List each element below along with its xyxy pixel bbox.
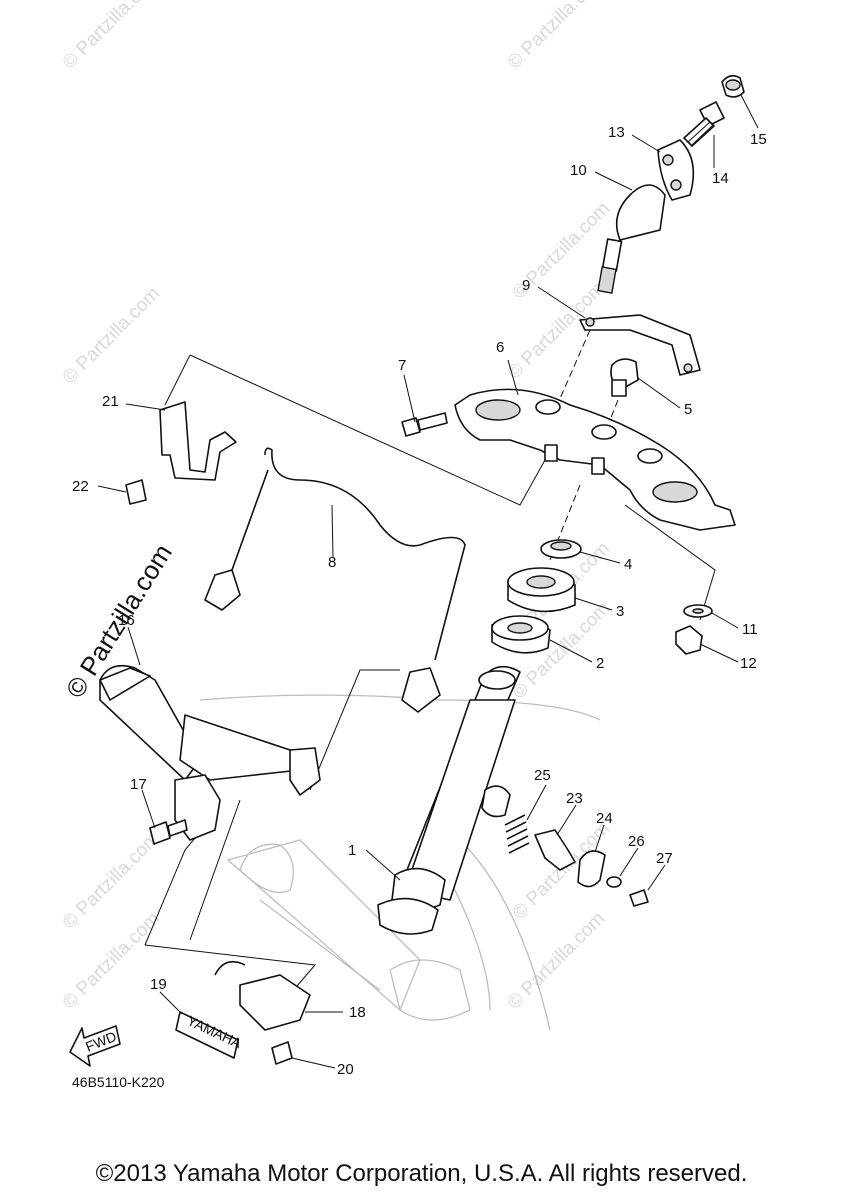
watermark: © Partzilla.com	[59, 283, 164, 388]
part-25-spring	[504, 814, 530, 854]
callout-5: 5	[684, 401, 692, 418]
watermark: © Partzilla.com	[59, 0, 164, 74]
callout-8: 8	[328, 554, 336, 571]
callout-23: 23	[566, 790, 583, 807]
part-24-plate	[577, 850, 606, 888]
part-27-screw	[629, 889, 649, 907]
leader-lines	[97, 94, 759, 1069]
callout-16: 16	[118, 612, 135, 629]
watermark: © Partzilla.com	[504, 908, 609, 1013]
part-9-bracket	[579, 314, 701, 376]
callout-13: 13	[608, 124, 625, 141]
part-7-bolt	[401, 412, 448, 437]
part-23-knob	[534, 829, 576, 871]
callout-17: 17	[130, 776, 147, 793]
callout-18: 18	[349, 1004, 366, 1021]
callout-21: 21	[102, 393, 119, 410]
callout-1: 1	[348, 842, 356, 859]
callout-9: 9	[522, 277, 530, 294]
callout-22: 22	[72, 478, 89, 495]
part-26-washer	[606, 876, 622, 888]
copyright-notice: ©2013 Yamaha Motor Corporation, U.S.A. A…	[95, 1160, 748, 1187]
part-22-bolt	[125, 479, 147, 505]
callout-12: 12	[740, 655, 757, 672]
callout-25: 25	[534, 767, 551, 784]
callout-2: 2	[596, 655, 604, 672]
callout-4: 4	[624, 556, 632, 573]
part-12-nut	[675, 625, 703, 655]
part-20-bolt	[271, 1041, 293, 1065]
part-15-cap-nut	[721, 74, 745, 98]
part-2-bearing	[491, 615, 551, 654]
callout-6: 6	[496, 339, 504, 356]
part-16-bracket	[99, 664, 321, 841]
part-1-steering-stem	[377, 665, 521, 935]
part-5-bolt	[610, 358, 639, 397]
callout-15: 15	[750, 131, 767, 148]
callout-7: 7	[398, 357, 406, 374]
watermark: © Partzilla.com	[504, 0, 609, 74]
callout-20: 20	[337, 1061, 354, 1078]
part-11-washer	[683, 604, 713, 618]
part-10-handlebar-holder	[597, 184, 666, 294]
part-4-ring-nut	[540, 539, 582, 559]
part-8-cable	[204, 447, 466, 713]
callout-11: 11	[742, 621, 758, 638]
callout-14: 14	[712, 170, 729, 187]
part-17-bolt	[149, 819, 188, 845]
callout-3: 3	[616, 603, 624, 620]
callout-10: 10	[570, 162, 587, 179]
part-3-bearing-cover	[507, 567, 576, 613]
part-13-clamp	[657, 139, 695, 201]
part-19-label: YAMAHA	[175, 1011, 245, 1059]
callout-labels: 1 2 3 4 5 6 7 8 9 10 11 12 13 14 15 16 1…	[72, 124, 767, 1078]
callout-19: 19	[150, 976, 167, 993]
part-21-bracket	[159, 401, 237, 481]
callout-24: 24	[596, 810, 613, 827]
fwd-arrow: FWD	[69, 1025, 121, 1067]
callout-26: 26	[628, 833, 645, 850]
part-6-upper-bracket	[454, 388, 736, 531]
callout-27: 27	[656, 850, 673, 867]
part-18-bracket	[214, 960, 311, 1031]
part-14-bolt	[683, 101, 725, 147]
part-code: 46B5110-K220	[72, 1074, 165, 1090]
